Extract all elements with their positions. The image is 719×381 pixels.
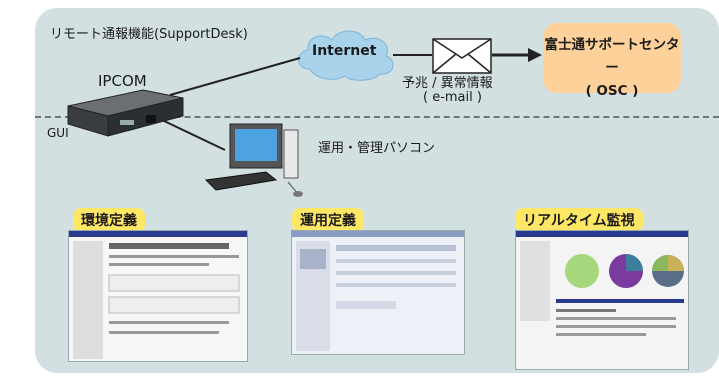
ops-definition-screenshot (291, 230, 465, 355)
gui-label: GUI (47, 126, 69, 140)
osc-box: 富士通サポートセンター ( OSC ) (543, 23, 681, 99)
env-definition-label: 環境定義 (73, 208, 145, 232)
diagram-title: リモート通報機能(SupportDesk) (50, 27, 248, 42)
env-definition-screenshot (68, 230, 248, 362)
divider-line (35, 116, 719, 118)
ipcom-device-icon (67, 89, 184, 137)
realtime-monitor-screenshot (515, 230, 689, 370)
realtime-monitor-label: リアルタイム監視 (515, 208, 643, 232)
ops-definition-label: 運用定義 (292, 208, 364, 232)
ipcom-label: IPCOM (98, 72, 147, 90)
email-envelope-icon (432, 38, 492, 74)
pc-label: 運用・管理パソコン (318, 141, 436, 156)
internet-label: Internet (312, 43, 377, 59)
email-label: ( e-mail ) (423, 90, 482, 105)
osc-subtitle: ( OSC ) (585, 83, 639, 99)
management-pc-icon (204, 123, 303, 197)
osc-title: 富士通サポートセンター (544, 37, 680, 76)
internet-cloud-icon (298, 30, 394, 81)
notice-label: 予兆 / 異常情報 (402, 76, 493, 91)
